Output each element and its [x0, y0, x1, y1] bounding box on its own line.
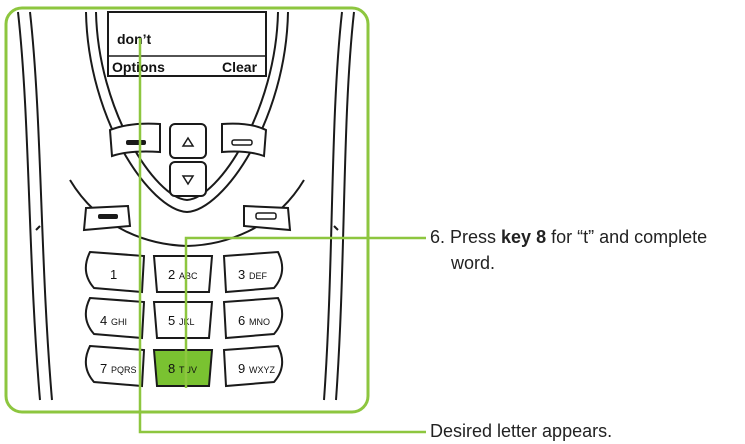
key-1-digit: 1	[110, 267, 117, 282]
softkey-options-label: Options	[112, 59, 165, 75]
key-2[interactable]: 2 ABC	[152, 255, 214, 293]
highlight-frame	[4, 6, 370, 414]
phone-body	[17, 11, 355, 401]
leader-lines	[138, 38, 426, 434]
step-line2: word.	[451, 253, 496, 273]
down-arrow-icon	[181, 175, 195, 186]
key-5-digit: 5	[168, 313, 175, 328]
key-9-letters: WXYZ	[249, 365, 276, 375]
key-7-digit: 7	[100, 361, 107, 376]
key-9[interactable]: 9 WXYZ	[222, 344, 284, 388]
key-7[interactable]: 7 PQRS	[84, 344, 146, 388]
key-4-letters: GHI	[111, 317, 127, 327]
right-softkey-dash-icon	[231, 139, 253, 146]
key-2-cap[interactable]	[152, 255, 214, 293]
key-8[interactable]: 8 TUV	[152, 349, 214, 387]
key-1-cap[interactable]	[84, 250, 146, 294]
result-text: Desired letter appears.	[430, 421, 613, 441]
key-4-digit: 4	[100, 313, 107, 328]
key-8-cap[interactable]	[152, 349, 214, 387]
screen-text: don’t	[117, 31, 152, 47]
key-6-digit: 6	[238, 313, 245, 328]
step-callout: 6. Press key 8 for “t” and complete word…	[430, 224, 742, 276]
step-leader-line	[184, 236, 426, 388]
up-arrow-icon	[181, 136, 195, 147]
key-2-digit: 2	[168, 267, 175, 282]
key-6[interactable]: 6 MNO	[222, 296, 284, 340]
key-6-cap[interactable]	[222, 296, 284, 340]
key-9-digit: 9	[238, 361, 245, 376]
left-softkey[interactable]	[108, 122, 161, 158]
result-leader-line	[138, 38, 426, 434]
key-4-cap[interactable]	[84, 296, 146, 340]
key-3-cap[interactable]	[222, 250, 284, 294]
softkey-clear-label: Clear	[222, 59, 258, 75]
key-7-letters: PQRS	[111, 365, 137, 375]
step-middle: for “t” and complete	[546, 227, 708, 247]
key-2-letters: ABC	[179, 271, 198, 281]
key-3[interactable]: 3 DEF	[222, 250, 284, 294]
step-prefix: 6. Press	[430, 227, 502, 247]
upper-controls	[108, 122, 268, 197]
key-3-digit: 3	[238, 267, 245, 282]
phone-screen: don’t Options Clear	[107, 11, 267, 77]
key-9-cap[interactable]	[222, 344, 284, 388]
key-7-cap[interactable]	[84, 344, 146, 388]
call-keys	[82, 204, 292, 232]
left-softkey-dash-icon	[126, 140, 146, 145]
key-4[interactable]: 4 GHI	[84, 296, 146, 340]
key-8-digit: 8	[168, 361, 175, 376]
step-bold: key 8	[501, 227, 547, 247]
key-8-letters: TUV	[179, 365, 197, 375]
key-1[interactable]: 1	[84, 250, 146, 294]
key-5-cap[interactable]	[152, 301, 214, 339]
key-6-letters: MNO	[249, 317, 270, 327]
result-callout: Desired letter appears.	[430, 418, 742, 444]
end-key-dash-icon	[255, 212, 277, 220]
send-key-dash-icon	[98, 214, 118, 219]
key-3-letters: DEF	[249, 271, 268, 281]
